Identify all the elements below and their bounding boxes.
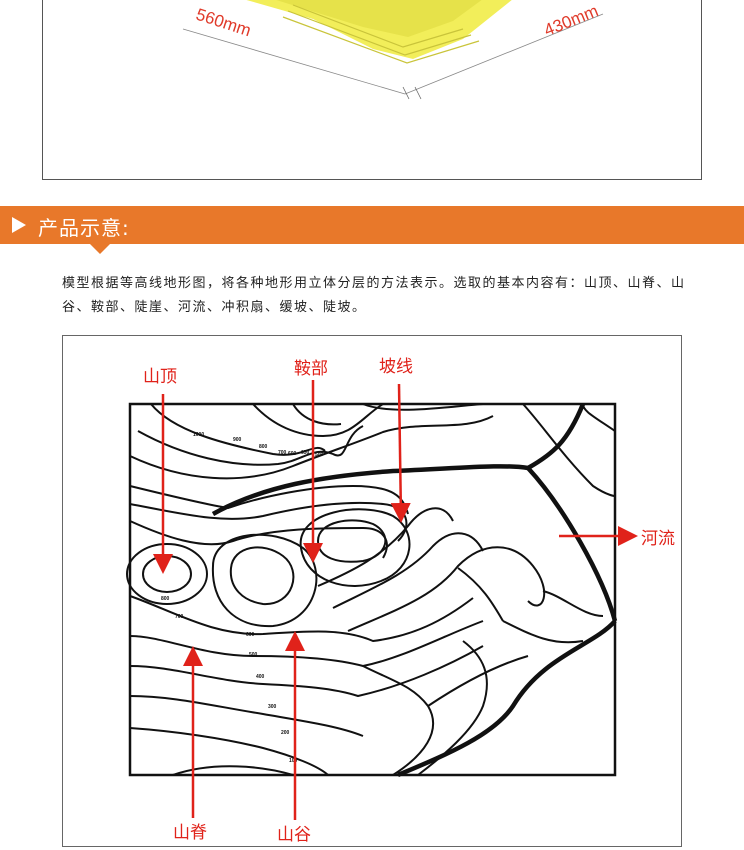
elevation-label: 500 — [249, 652, 258, 658]
contour-map-figure: 1000 900 800 700 650 600 500 700 600 500… — [62, 335, 682, 847]
play-triangle-icon — [12, 217, 26, 233]
elevation-label: 200 — [281, 730, 290, 736]
product-description: 模型根据等高线地形图，将各种地形用立体分层的方法表示。选取的基本内容有：山顶、山… — [62, 276, 686, 315]
contour-map-svg: 1000 900 800 700 650 600 500 700 600 500… — [126, 357, 675, 845]
slope-line-arrow — [390, 383, 411, 523]
elevation-label: 1000 — [193, 432, 204, 438]
ridge-label: 山脊 — [173, 823, 207, 843]
elevation-label: 800 — [161, 596, 170, 602]
section-banner: 产品示意: — [0, 206, 744, 244]
elevation-label: 700 — [278, 450, 287, 456]
elevation-label: 700 — [175, 614, 184, 620]
elevation-label: 500 — [315, 452, 324, 458]
elevation-label: 100 — [289, 758, 298, 764]
elevation-label: 600 — [288, 451, 297, 457]
elevation-label: 600 — [246, 632, 255, 638]
saddle-label: 鞍部 — [294, 359, 328, 379]
elevation-label: 800 — [259, 444, 268, 450]
elevation-label: 300 — [268, 704, 277, 710]
elevation-label: 400 — [256, 674, 265, 680]
elevation-label: 900 — [233, 437, 242, 443]
slope-line-label: 坡线 — [379, 357, 413, 377]
elevation-label: 650 — [301, 450, 310, 456]
layered-model-illustration — [182, 0, 604, 100]
peak-label: 山顶 — [143, 367, 177, 387]
river-label: 河流 — [641, 529, 675, 549]
section-title: 产品示意: — [38, 216, 130, 240]
banner-pointer — [90, 244, 110, 254]
valley-label: 山谷 — [277, 825, 311, 845]
product-photo-frame: 560mm 430mm — [42, 0, 702, 180]
